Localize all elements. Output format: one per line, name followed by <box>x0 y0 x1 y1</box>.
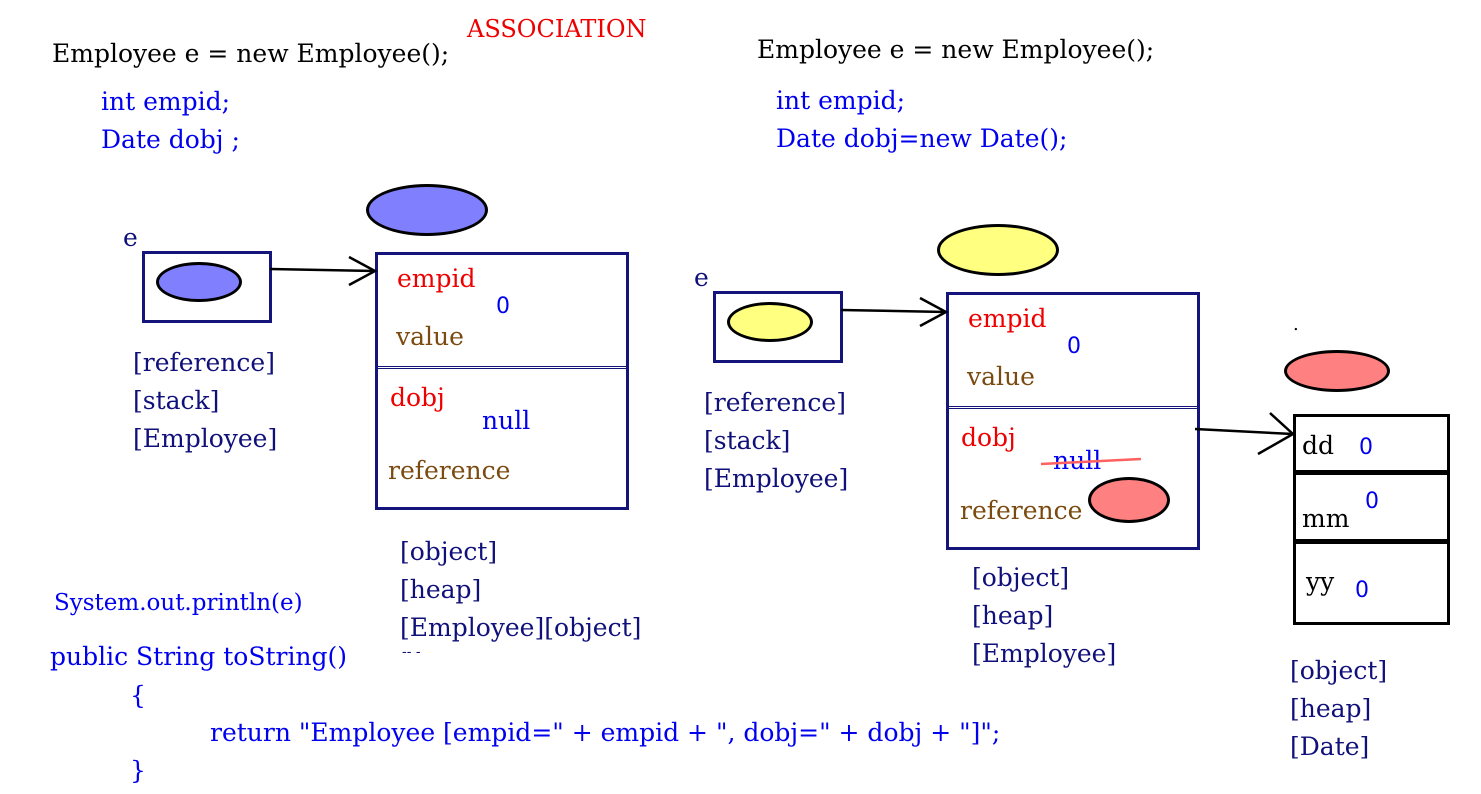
left-object-box <box>375 252 629 510</box>
open-brace: { <box>130 681 146 710</box>
right-field-empid: int empid; <box>776 86 906 115</box>
left-object-ellipse <box>366 184 488 236</box>
left-value-label: value <box>396 322 464 351</box>
left-empid-label: empid <box>397 264 476 293</box>
dot-mark: . <box>1293 314 1299 335</box>
close-brace: } <box>130 756 146 785</box>
tostring-signature: public String toString() <box>50 642 348 671</box>
date-object-box <box>1293 414 1450 625</box>
right-object-box <box>946 292 1200 550</box>
right-ref-tag-reference: [reference] <box>704 388 846 417</box>
right-ref-label: e <box>694 263 709 292</box>
date-tag-heap: [heap] <box>1290 694 1372 723</box>
right-object-divider <box>946 406 1200 409</box>
left-empid-value: 0 <box>496 294 510 319</box>
left-object-divider <box>375 366 629 369</box>
left-ref-arrow <box>269 255 378 287</box>
left-dobj-label: dobj <box>390 383 445 412</box>
left-ref-tag-reference: [reference] <box>133 348 275 377</box>
left-obj-tag-employee-object: [Employee][object] <box>400 613 642 642</box>
left-obj-tag-trail: -- - <box>402 644 421 660</box>
right-value-label: value <box>967 362 1035 391</box>
right-empid-label: empid <box>968 304 1047 333</box>
date-mm-label: mm <box>1302 504 1350 533</box>
left-dobj-value: null <box>482 406 531 435</box>
right-empid-value: 0 <box>1067 334 1081 359</box>
right-object-ellipse <box>937 224 1059 276</box>
null-strikethrough <box>1040 457 1142 466</box>
right-ref-tag-stack: [stack] <box>704 426 791 455</box>
left-ref-label: e <box>123 223 138 252</box>
date-dd-label: dd <box>1302 431 1335 460</box>
right-ref-tag-employee: [Employee] <box>704 464 849 493</box>
left-reference-label: reference <box>388 456 511 485</box>
left-field-dobj: Date dobj ; <box>101 125 240 154</box>
right-field-dobj: Date dobj=new Date(); <box>776 124 1068 153</box>
left-obj-tag-object: [object] <box>400 537 498 566</box>
left-field-empid: int empid; <box>101 87 231 116</box>
left-declaration: Employee e = new Employee(); <box>52 39 450 68</box>
right-dobj-label: dobj <box>961 423 1016 452</box>
left-ref-tag-employee: [Employee] <box>133 424 278 453</box>
date-yy-label: yy <box>1306 567 1335 596</box>
right-reference-ellipse <box>727 302 813 342</box>
return-statement: return "Employee [empid=" + empid + ", d… <box>210 718 1001 747</box>
date-tag-object: [object] <box>1290 656 1388 685</box>
date-dd-value: 0 <box>1359 435 1373 460</box>
left-reference-box <box>142 251 272 323</box>
date-mm-value: 0 <box>1365 489 1379 514</box>
diagram-title: ASSOCIATION <box>467 15 647 43</box>
right-obj-tag-object: [object] <box>972 563 1070 592</box>
date-tag-date: [Date] <box>1290 732 1370 761</box>
date-object-ellipse <box>1284 350 1390 392</box>
left-ref-tag-stack: [stack] <box>133 386 220 415</box>
left-obj-tag-heap: [heap] <box>400 575 482 604</box>
right-reference-label: reference <box>960 496 1083 525</box>
date-divider-1 <box>1293 470 1450 475</box>
right-declaration: Employee e = new Employee(); <box>757 35 1155 64</box>
println-statement: System.out.println(e) <box>54 590 303 616</box>
left-reference-ellipse <box>156 262 242 302</box>
right-ref-arrow <box>840 296 949 328</box>
dobj-to-date-arrow <box>1194 412 1296 456</box>
date-yy-value: 0 <box>1355 578 1369 603</box>
right-obj-tag-heap: [heap] <box>972 601 1054 630</box>
right-obj-tag-employee: [Employee] <box>972 639 1117 668</box>
right-reference-box <box>713 291 843 363</box>
right-dobj-reference-ellipse <box>1088 477 1170 523</box>
date-divider-2 <box>1293 539 1450 544</box>
